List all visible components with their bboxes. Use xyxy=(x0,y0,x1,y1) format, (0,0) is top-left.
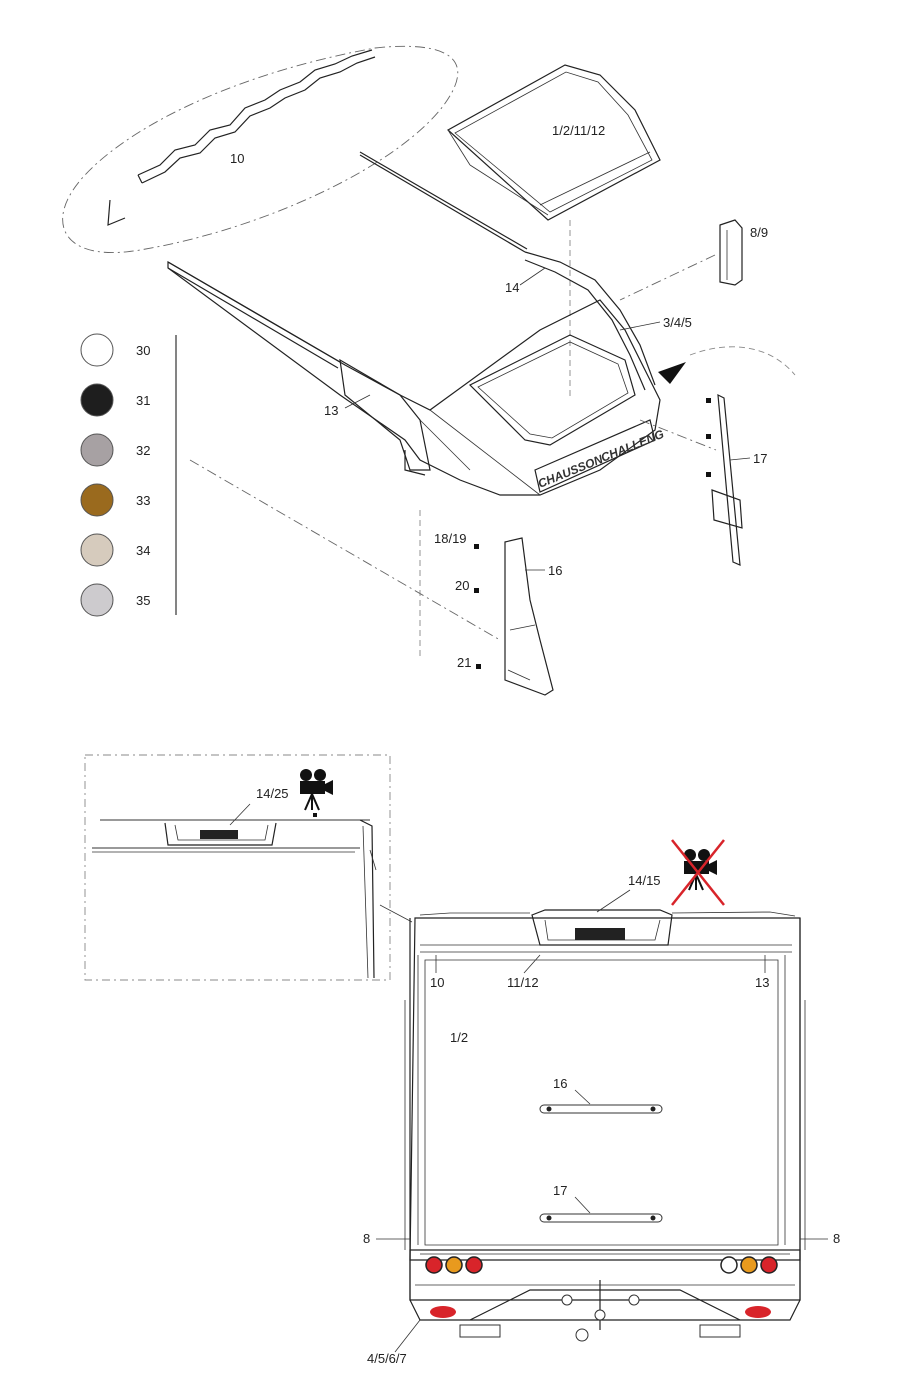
color-swatch-31 xyxy=(80,383,114,417)
camera-icon xyxy=(300,769,333,817)
label-16-rear: 16 xyxy=(553,1076,567,1091)
color-swatch-32 xyxy=(80,433,114,467)
color-code-30: 30 xyxy=(136,343,150,358)
label-1-2-11-12: 1/2/11/12 xyxy=(552,123,605,138)
label-13: 13 xyxy=(324,403,338,418)
label-17-top: 17 xyxy=(753,451,767,466)
label-10-rear: 10 xyxy=(430,975,444,990)
color-code-32: 32 xyxy=(136,443,150,458)
roof-panel xyxy=(446,64,661,221)
label-21: 21 xyxy=(457,655,471,670)
color-swatch-34 xyxy=(80,533,114,567)
rear-view xyxy=(379,904,806,1342)
brand-text-challeng: CHALLENG xyxy=(599,427,666,465)
color-swatch-30 xyxy=(80,333,114,367)
rear-lights-left xyxy=(425,1256,483,1318)
label-8-left: 8 xyxy=(363,1231,370,1246)
part-10-group xyxy=(62,45,459,254)
crossed-camera-icon xyxy=(671,839,725,906)
color-code-34: 34 xyxy=(136,543,150,558)
label-13-rear: 13 xyxy=(755,975,769,990)
label-1-2: 1/2 xyxy=(450,1030,468,1045)
color-swatch-35 xyxy=(80,583,114,617)
label-8-right: 8 xyxy=(833,1231,840,1246)
label-17-rear: 17 xyxy=(553,1183,567,1198)
label-16-top: 16 xyxy=(548,563,562,578)
label-3-4-5: 3/4/5 xyxy=(663,315,692,330)
color-code-35: 35 xyxy=(136,593,150,608)
color-legend: 30 31 32 33 34 35 xyxy=(80,333,150,617)
color-swatch-33 xyxy=(80,483,114,517)
label-14-15: 14/15 xyxy=(628,873,661,888)
part-17 xyxy=(706,393,743,566)
bracket-8-9 xyxy=(719,219,743,286)
part-16 xyxy=(504,537,554,696)
label-8-9: 8/9 xyxy=(750,225,768,240)
rear-lights-right xyxy=(720,1256,778,1318)
label-20: 20 xyxy=(455,578,469,593)
label-14: 14 xyxy=(505,280,519,295)
rear-roof-cap xyxy=(167,251,661,496)
side-view xyxy=(84,754,391,981)
direction-arrow xyxy=(658,362,686,384)
label-10: 10 xyxy=(230,151,244,166)
label-18-19: 18/19 xyxy=(434,531,467,546)
color-code-31: 31 xyxy=(136,393,150,408)
color-code-33: 33 xyxy=(136,493,150,508)
label-14-25: 14/25 xyxy=(256,786,289,801)
label-11-12: 11/12 xyxy=(507,975,539,990)
brand-text-chausson: CHAUSSON xyxy=(536,452,605,491)
label-4-5-6-7: 4/5/6/7 xyxy=(367,1351,407,1366)
